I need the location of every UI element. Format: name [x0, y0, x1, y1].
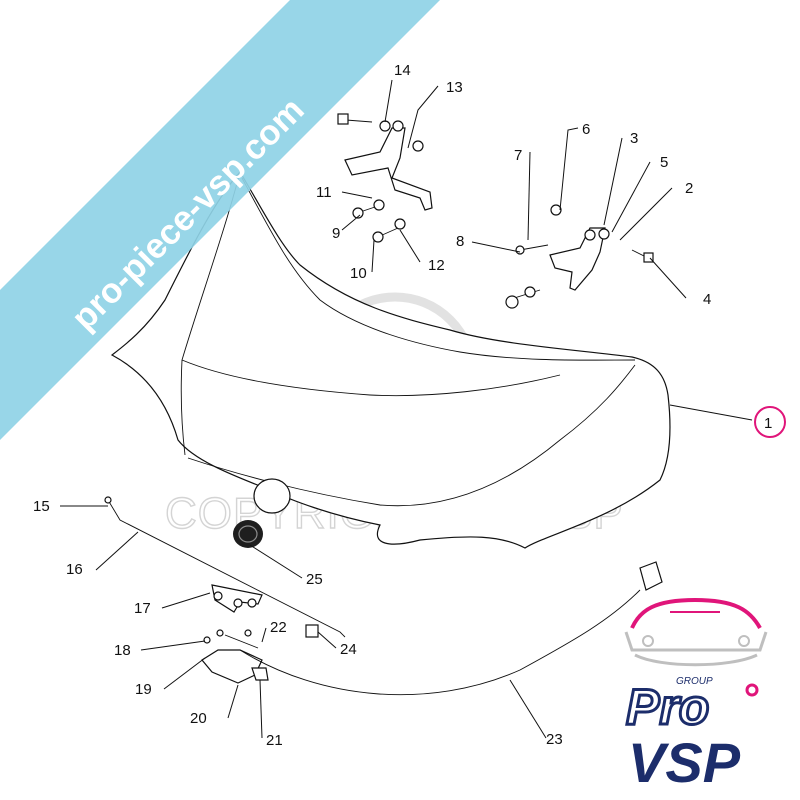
- callout-2: 2: [685, 180, 693, 197]
- callout-13: 13: [446, 79, 463, 96]
- logo-group-text: GROUP: [676, 676, 713, 687]
- callout-7: 7: [514, 147, 522, 164]
- hood-badge-mount: [253, 478, 291, 514]
- car-outline-icon: [624, 597, 768, 667]
- logo-hex-dot: [745, 683, 759, 697]
- callout-24: 24: [340, 641, 357, 658]
- banner-stripe: [0, 0, 440, 440]
- callout-23: 23: [546, 731, 563, 748]
- callout-4: 4: [703, 291, 711, 308]
- callout-14: 14: [394, 62, 411, 79]
- hood-release-cable[interactable]: [239, 561, 663, 696]
- callout-20: 20: [190, 710, 207, 727]
- left-hinge-assembly[interactable]: [337, 113, 433, 243]
- logo-vsp-text: VSP: [628, 731, 741, 794]
- hood-panel[interactable]: [110, 170, 671, 549]
- callout-19: 19: [135, 681, 152, 698]
- callout-numbers: 1 2 3 4 5 6 7 8 9 10 11 12 13 14 15 16 1…: [33, 62, 772, 749]
- hood-latch-assembly[interactable]: [201, 584, 269, 684]
- callout-9: 9: [332, 225, 340, 242]
- logo-pro-text: Pro: [626, 679, 709, 735]
- callout-leaders: [60, 79, 753, 739]
- callout-10: 10: [350, 265, 367, 282]
- pro-vsp-logo: GROUP Pro VSP: [624, 597, 768, 794]
- hood-emblem[interactable]: [233, 520, 263, 548]
- callout-8: 8: [456, 233, 464, 250]
- callout-16: 16: [66, 561, 83, 578]
- callout-6: 6: [582, 121, 590, 138]
- callout-3: 3: [630, 130, 638, 147]
- callout-22: 22: [270, 619, 287, 636]
- callout-25: 25: [306, 571, 323, 588]
- callout-11: 11: [316, 184, 332, 201]
- highlight-circle: [754, 406, 786, 438]
- callout-17: 17: [134, 600, 151, 617]
- callout-18: 18: [114, 642, 131, 659]
- callout-1: 1: [764, 415, 772, 432]
- callout-21: 21: [266, 732, 283, 749]
- hood-prop-rod[interactable]: [104, 496, 346, 638]
- callout-5: 5: [660, 154, 668, 171]
- callout-12: 12: [428, 257, 445, 274]
- callout-15: 15: [33, 498, 50, 515]
